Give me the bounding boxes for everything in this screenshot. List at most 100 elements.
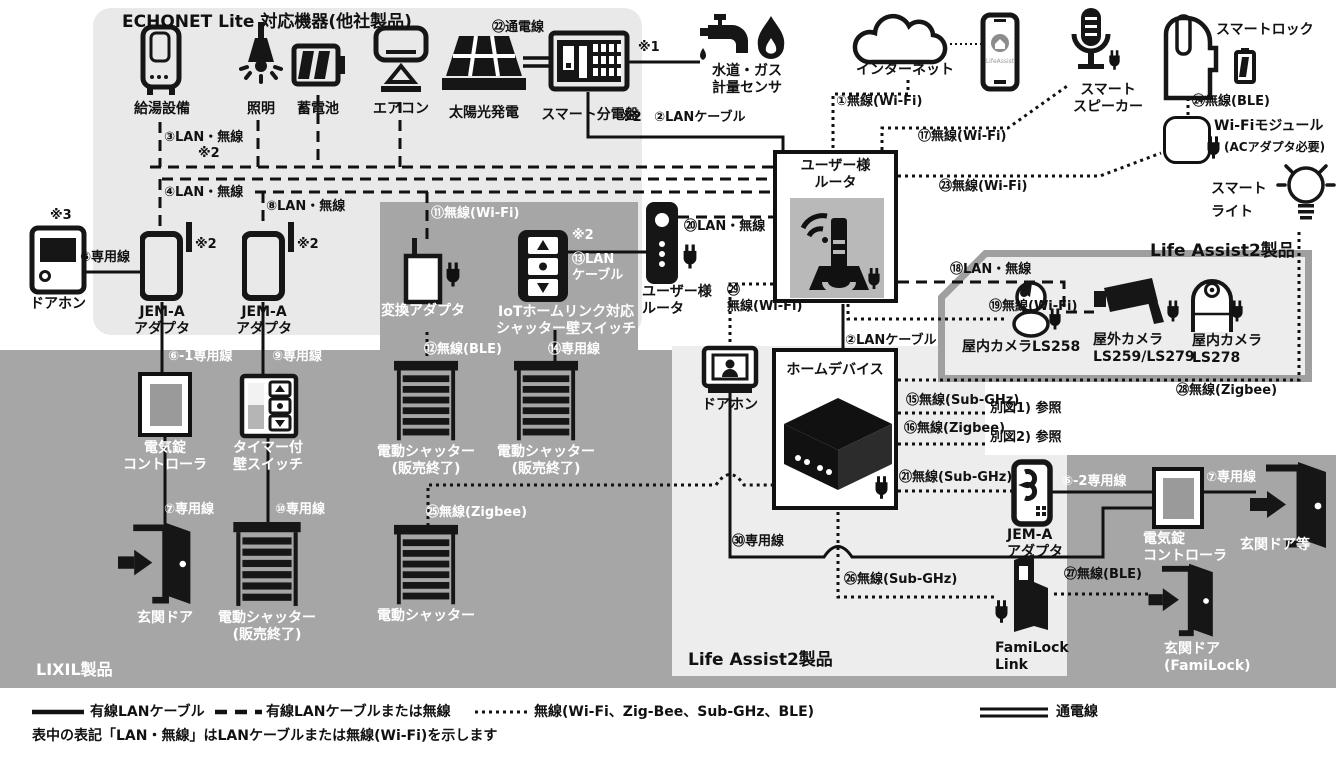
power-line-22 bbox=[523, 56, 552, 68]
line-2-top bbox=[586, 92, 785, 150]
star2-label-iot: ※2 bbox=[572, 228, 594, 243]
shutter2-label: 電動シャッター (販売終了) bbox=[497, 444, 595, 478]
conn-20-label: ⑳LAN・無線 bbox=[684, 219, 766, 234]
conn-10-label: ⑩専用線 bbox=[275, 502, 326, 517]
smart-speaker-icon bbox=[1071, 8, 1120, 70]
zone-la2-right bbox=[945, 257, 1305, 375]
lock-controller2-label: 電気錠 コントローラ bbox=[1143, 531, 1227, 565]
conn-26-label: ㉖無線(Sub-GHz) bbox=[844, 572, 958, 587]
ref2-label: 別図2) 参照 bbox=[990, 430, 1062, 445]
outdoor-camera-icon bbox=[1094, 278, 1164, 324]
conn-27-label: ㉗無線(BLE) bbox=[1064, 567, 1142, 582]
star2-label-jema1: ※2 bbox=[195, 237, 217, 252]
router-main-box: ユーザー様 ルータ bbox=[773, 150, 898, 303]
wifi-module-label: Wi-Fiモジュール bbox=[1214, 118, 1324, 134]
conn-3-label: ③LAN・無線 bbox=[164, 130, 244, 145]
conn-5-label: ⑤専用線 bbox=[80, 250, 131, 265]
smart-light-label1: スマート bbox=[1211, 181, 1267, 197]
zone-la2-right-label: Life Assist2製品 bbox=[1150, 241, 1295, 261]
internet-cloud-icon bbox=[852, 13, 948, 65]
solar-panel-icon bbox=[442, 35, 526, 90]
router-small-label: ユーザー様 ルータ bbox=[642, 284, 712, 318]
jema-adapter3-icon bbox=[1011, 459, 1053, 527]
line-30 bbox=[728, 392, 1152, 559]
conn-17-label: ⑰無線(Wi-Fi) bbox=[918, 129, 1007, 144]
lock-controller2-panel bbox=[1163, 478, 1194, 519]
famidoor-icon bbox=[1148, 562, 1220, 640]
jema2-label: JEM-A アダプタ bbox=[236, 304, 292, 338]
lock-battery-icon bbox=[1234, 48, 1256, 84]
door2-label: 玄関ドア等 bbox=[1240, 537, 1310, 553]
ls278-plug-icon bbox=[1231, 300, 1243, 322]
famidoor-label: 玄関ドア (FamiLock) bbox=[1164, 641, 1251, 675]
lock-controller1-label: 電気錠 コントローラ bbox=[123, 440, 207, 474]
zone-lixil-label: LIXIL製品 bbox=[36, 660, 113, 679]
conn-14-label: ⑭専用線 bbox=[548, 342, 601, 357]
dashed-lines bbox=[150, 95, 1094, 314]
cam278-label: 屋内カメラ LS278 bbox=[1192, 333, 1262, 367]
smart-lock-label: スマートロック bbox=[1216, 22, 1314, 38]
conn-2a-label: ②LANケーブル bbox=[654, 110, 746, 125]
conn-13-label: ⑬LAN ケーブル bbox=[572, 252, 624, 283]
line-17 bbox=[880, 82, 1071, 150]
legend-wireless-label: 無線(Wi-Fi、Zig-Bee、Sub-GHz、BLE) bbox=[534, 704, 815, 720]
home-device-label: ホームデバイス bbox=[786, 362, 884, 378]
entrance-door1-icon bbox=[118, 518, 198, 610]
shutter1-icon bbox=[394, 360, 458, 441]
line-1 bbox=[831, 80, 910, 150]
shutter3-label: 電動シャッター bbox=[377, 608, 475, 624]
router-icon bbox=[800, 213, 880, 294]
smartphone-icon bbox=[980, 12, 1020, 92]
conn-30-label: ㉚専用線 bbox=[732, 534, 785, 549]
aircon-icon bbox=[373, 25, 429, 92]
jema1-label: JEM-A アダプタ bbox=[134, 304, 190, 338]
indoor-camera-ls278-icon bbox=[1191, 279, 1233, 332]
conn-19-label: ⑲無線(Wi-Fi) bbox=[989, 299, 1078, 314]
speaker-label: スマート スピーカー bbox=[1073, 82, 1143, 116]
timer-switch-label: タイマー付 壁スイッチ bbox=[233, 440, 303, 474]
home-device-icon bbox=[784, 398, 892, 499]
converter-label: 変換アダプタ bbox=[381, 303, 465, 319]
doorphone1-label: ドアホン bbox=[30, 296, 86, 312]
legend-power-sample bbox=[980, 707, 1048, 718]
shutter2-icon bbox=[514, 360, 578, 441]
storage-battery-icon bbox=[291, 43, 345, 87]
ref1-label: 別図1) 参照 bbox=[990, 401, 1062, 416]
shutter1-label: 電動シャッター (販売終了) bbox=[377, 444, 475, 478]
lock-controller2-box bbox=[1152, 467, 1204, 529]
home-device-box: ホームデバイス bbox=[772, 348, 898, 510]
conn-6-1-label: ⑥-1専用線 bbox=[168, 349, 233, 364]
water-heater-icon bbox=[140, 24, 182, 95]
jema-adapter2-icon bbox=[242, 222, 296, 302]
star2-label-jema2: ※2 bbox=[297, 237, 319, 252]
smart-panel-label: スマート分電盤 bbox=[541, 107, 639, 123]
conn-7a-label: ⑦専用線 bbox=[164, 502, 215, 517]
solar-label: 太陽光発電 bbox=[449, 105, 519, 121]
zone-la2-bottom-label: Life Assist2製品 bbox=[688, 650, 833, 670]
conn-16-label: ⑯無線(Zigbee) bbox=[904, 421, 1006, 436]
star3-label: ※3 bbox=[50, 208, 72, 223]
conn-28-label: ㉘無線(Zigbee) bbox=[1176, 383, 1278, 398]
conn-15-label: ⑮無線(Sub-GHz) bbox=[906, 393, 1020, 408]
conn-24-label: ㉔無線(BLE) bbox=[1192, 94, 1270, 109]
shutter-lixil-label: 電動シャッター (販売終了) bbox=[218, 610, 316, 644]
conn-1-label: ①無線(Wi-Fi) bbox=[836, 94, 923, 109]
dotted-lines bbox=[425, 80, 1301, 599]
conn-25-label: ㉕無線(Zigbee) bbox=[426, 505, 528, 520]
conn-23-label: ㉓無線(Wi-Fi) bbox=[939, 179, 1028, 194]
smart-lock-icon bbox=[1163, 14, 1219, 101]
conn-7b-label: ⑦専用線 bbox=[1206, 470, 1257, 485]
shutter3-icon bbox=[394, 524, 458, 605]
shutter-lixil-icon bbox=[233, 522, 301, 606]
line-23 bbox=[898, 151, 1162, 178]
door1-label: 玄関ドア bbox=[137, 610, 193, 626]
iot-switch-label: IoTホームリンク対応 シャッター壁スイッチ bbox=[496, 304, 636, 338]
legend-wired-label: 有線LANケーブル bbox=[90, 704, 205, 720]
lock-controller1-panel bbox=[150, 384, 182, 426]
conn-22-label: ㉒通電線 bbox=[492, 20, 545, 35]
faucet-icon bbox=[700, 14, 748, 60]
timer-wall-switch-icon bbox=[239, 373, 299, 439]
lock-controller1-box bbox=[138, 372, 192, 437]
conn-8-label: ⑧LAN・無線 bbox=[266, 199, 346, 214]
